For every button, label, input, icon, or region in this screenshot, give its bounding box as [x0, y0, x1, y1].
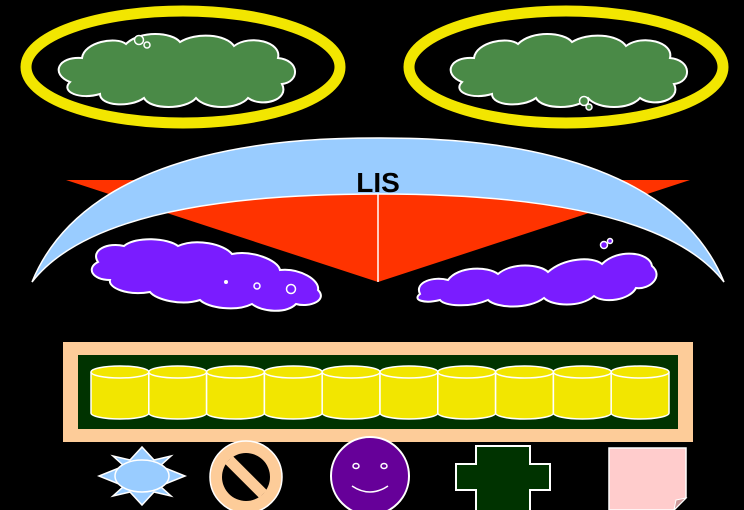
bubble-icon — [143, 41, 151, 49]
cylinder — [321, 365, 381, 420]
smiley-face-icon — [330, 436, 410, 510]
bubble-icon — [599, 240, 609, 250]
ring-left — [20, 5, 346, 129]
cylinder — [379, 365, 439, 420]
folded-note-icon — [608, 447, 688, 510]
purple-cloud-left — [90, 238, 322, 312]
bubble-icon — [585, 103, 593, 111]
bubble-icon — [133, 34, 145, 46]
cylinder-row — [90, 365, 670, 420]
green-cloud-right — [449, 33, 688, 108]
arch-label: LIS — [356, 167, 400, 198]
ring-cloud-right — [403, 5, 729, 129]
bubble-icon — [606, 237, 614, 245]
bubble-icon — [285, 283, 297, 295]
no-symbol-icon — [209, 440, 283, 510]
cylinder — [437, 365, 497, 420]
cylinder — [90, 365, 150, 420]
plus-cross-icon — [455, 445, 551, 510]
purple-cloud-shape — [90, 238, 322, 312]
green-cloud-left — [57, 33, 296, 108]
cylinder — [610, 365, 670, 420]
bubble-icon — [224, 280, 228, 284]
purple-cloud-right — [416, 237, 658, 308]
cylinder-tray — [63, 342, 693, 442]
cylinder — [552, 365, 612, 420]
cylinder — [148, 365, 208, 420]
bubble-icon — [578, 95, 590, 107]
sun-icon — [96, 445, 188, 507]
cylinder — [205, 365, 266, 420]
cylinder — [494, 365, 555, 420]
cylinder — [263, 365, 323, 420]
purple-cloud-shape — [416, 252, 658, 308]
bubble-icon — [253, 282, 261, 290]
ring-right — [403, 5, 729, 129]
arch-band — [31, 137, 725, 283]
ring-cloud-left — [20, 5, 346, 129]
